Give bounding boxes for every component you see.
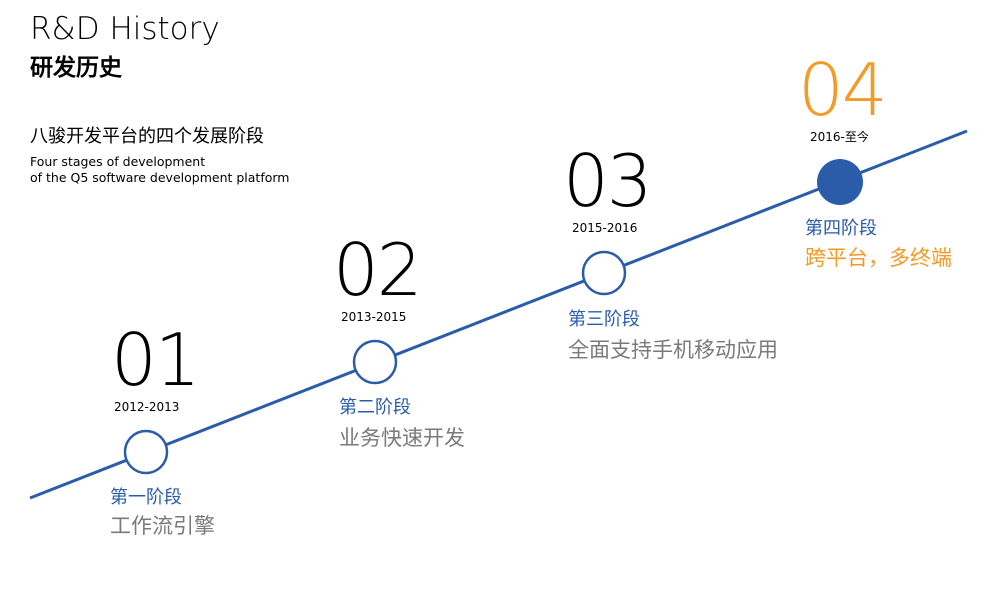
- subtitle-en-line1: Four stages of development: [30, 154, 206, 169]
- title-cn: 研发历史: [30, 55, 122, 81]
- stage-number-1: 01: [111, 318, 201, 402]
- stage-marker-4: [817, 159, 863, 205]
- stage-number-3: 03: [563, 139, 653, 223]
- title-en: R&D History: [30, 11, 220, 47]
- stage-label-1: 第一阶段: [110, 487, 182, 508]
- stage-desc-1: 工作流引擎: [110, 514, 215, 538]
- subtitle-en: Four stages of development of the Q5 sof…: [30, 154, 289, 186]
- stage-label-3: 第三阶段: [568, 309, 640, 330]
- stage-years-4: 2016-至今: [810, 130, 869, 144]
- stage-years-1: 2012-2013: [114, 400, 180, 414]
- stage-marker-2: [352, 339, 398, 385]
- stage-label-4: 第四阶段: [805, 218, 877, 239]
- stage-years-3: 2015-2016: [572, 221, 638, 235]
- subtitle-cn: 八骏开发平台的四个发展阶段: [30, 126, 264, 147]
- stage-desc-3: 全面支持手机移动应用: [568, 338, 778, 362]
- stage-desc-4: 跨平台，多终端: [805, 246, 952, 270]
- timeline-line: [29, 129, 968, 500]
- stage-desc-2: 业务快速开发: [339, 426, 465, 450]
- stage-years-2: 2013-2015: [341, 310, 407, 324]
- stage-number-4: 04: [798, 48, 888, 132]
- subtitle-en-line2: of the Q5 software development platform: [30, 170, 290, 185]
- stage-label-2: 第二阶段: [339, 397, 411, 418]
- stage-marker-1: [123, 429, 169, 475]
- stage-number-2: 02: [333, 228, 423, 312]
- stage-marker-3: [581, 250, 627, 296]
